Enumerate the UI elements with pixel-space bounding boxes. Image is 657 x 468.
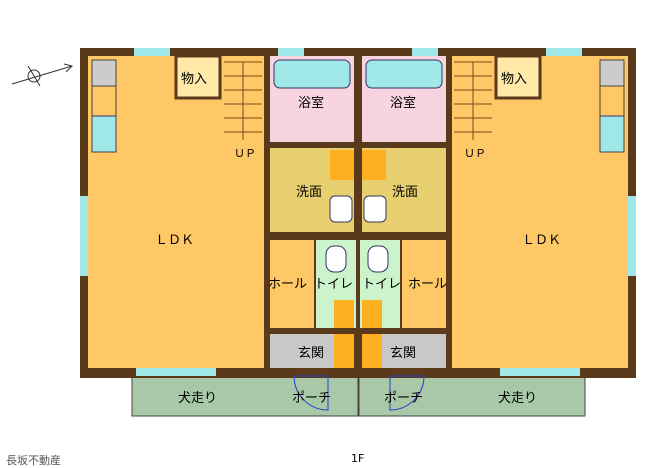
bathtub-left bbox=[273, 59, 351, 89]
wash-label-right: 洗面 bbox=[392, 185, 418, 200]
door-wash-right bbox=[362, 150, 386, 180]
wash-label-left: 洗面 bbox=[296, 185, 322, 200]
storage-room-left bbox=[174, 54, 222, 100]
storage-room-right bbox=[494, 54, 542, 100]
sink-right bbox=[599, 115, 625, 153]
window-top-right bbox=[546, 48, 582, 56]
bath-label-right: 浴室 bbox=[390, 95, 416, 111]
window-top-left bbox=[134, 48, 170, 56]
window-bottom-left bbox=[136, 368, 216, 376]
floor-label: 1F bbox=[351, 452, 365, 465]
counter-left bbox=[91, 85, 117, 153]
toilet-label-right: トイレ bbox=[362, 277, 401, 292]
hall-left bbox=[270, 240, 314, 328]
door-swing-right bbox=[389, 375, 425, 411]
window-bottom-right bbox=[500, 368, 580, 376]
entrance-right bbox=[382, 334, 446, 368]
door-entrance-left bbox=[334, 334, 354, 368]
counter-right bbox=[599, 85, 625, 153]
toilet-label-left: トイレ bbox=[314, 277, 353, 292]
dogrun-label-right: 犬走り bbox=[498, 391, 537, 406]
door-toilet-right bbox=[362, 300, 382, 328]
porch-label-left: ポーチ bbox=[292, 391, 331, 406]
hall-label-right: ホール bbox=[408, 277, 447, 292]
storage-label-right: 物入 bbox=[501, 72, 527, 87]
washbasin-right bbox=[363, 195, 387, 223]
company-name: 長坂不動産 bbox=[6, 454, 61, 467]
door-entrance-right bbox=[362, 334, 382, 368]
stove-left bbox=[91, 59, 117, 87]
washbasin-left bbox=[329, 195, 353, 223]
compass-icon bbox=[11, 63, 73, 87]
porch-label-right: ポーチ bbox=[384, 391, 423, 406]
stove-right bbox=[599, 59, 625, 87]
door-wash-left bbox=[330, 150, 354, 180]
up-label-right: ＵＰ bbox=[464, 147, 486, 160]
window-ldk-left bbox=[80, 196, 88, 276]
up-label-left: ＵＰ bbox=[234, 147, 256, 160]
ldk-label-left: ＬＤＫ bbox=[155, 233, 194, 248]
storage-label-left: 物入 bbox=[181, 72, 207, 87]
window-ldk-right bbox=[628, 196, 636, 276]
sink-left bbox=[91, 115, 117, 153]
window-bath-left bbox=[278, 48, 304, 56]
door-swing-left bbox=[293, 375, 329, 411]
hall-right bbox=[402, 240, 446, 328]
ldk-label-right: ＬＤＫ bbox=[522, 233, 561, 248]
toilet-fixture-right bbox=[367, 245, 389, 273]
hall-label-left: ホール bbox=[268, 277, 307, 292]
window-bath-right bbox=[412, 48, 438, 56]
entrance-label-right: 玄関 bbox=[390, 346, 416, 361]
entrance-left bbox=[270, 334, 334, 368]
bathtub-right bbox=[365, 59, 443, 89]
door-toilet-left bbox=[334, 300, 354, 328]
dogrun-label-left: 犬走り bbox=[178, 391, 217, 406]
entrance-label-left: 玄関 bbox=[298, 346, 324, 361]
toilet-fixture-left bbox=[325, 245, 347, 273]
bath-label-left: 浴室 bbox=[298, 95, 324, 111]
